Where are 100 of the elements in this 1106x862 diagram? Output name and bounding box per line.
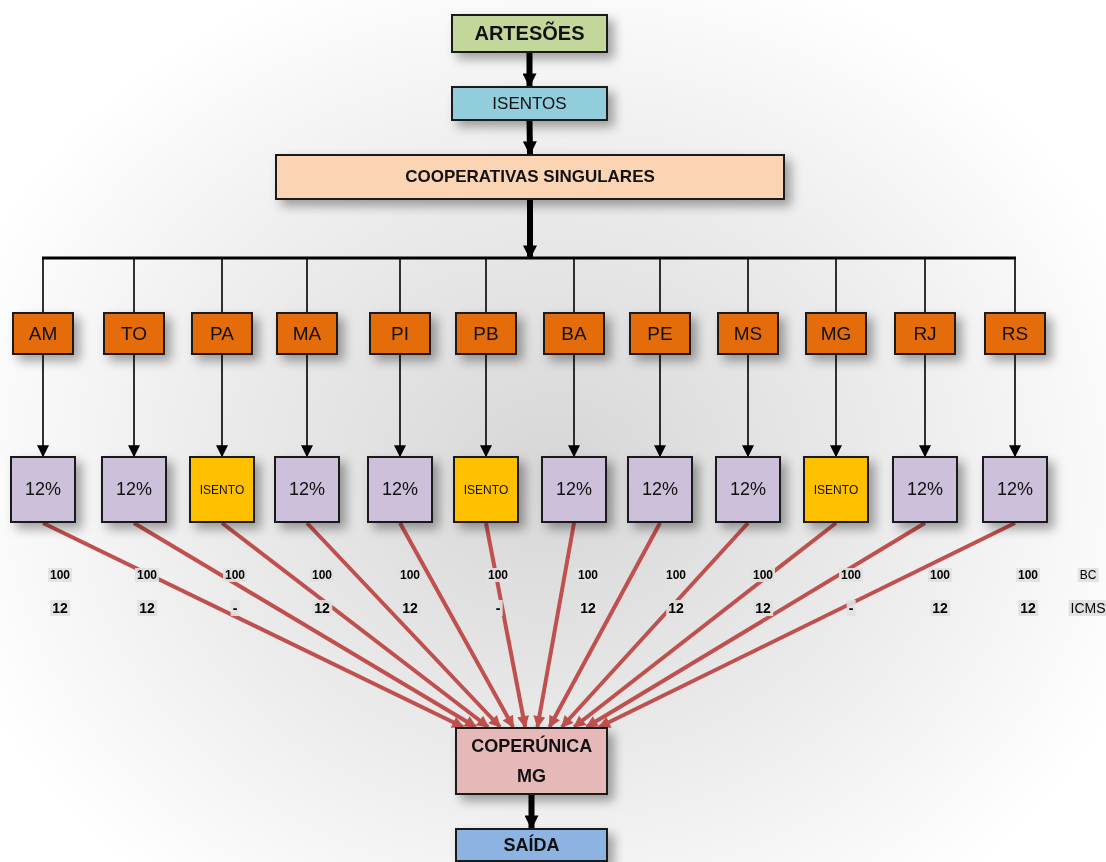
rate-box [627, 456, 693, 523]
exempt-rate-box [189, 456, 255, 523]
flow-arrow [598, 521, 1016, 729]
connector-line [573, 257, 575, 313]
state-box [191, 312, 253, 355]
arrow [37, 354, 49, 458]
flow-arrow [533, 522, 576, 729]
arrow [522, 120, 537, 156]
box-label: ARTESÕES [473, 22, 586, 45]
arrow [1009, 354, 1021, 458]
top-box [451, 14, 608, 53]
rate-box [101, 456, 167, 523]
box-label: PA [209, 322, 235, 345]
arrow [216, 354, 228, 458]
box-label: 12% [115, 479, 153, 500]
value-label: 100 [135, 568, 159, 582]
connector-line [306, 257, 308, 313]
box-label: 12% [381, 479, 419, 500]
box-label: 12% [906, 479, 944, 500]
value-label: 100 [398, 568, 422, 582]
value-label: 100 [310, 568, 334, 582]
value-label: 12 [312, 600, 332, 616]
connector-line [924, 257, 926, 313]
connector-line [1014, 257, 1016, 313]
state-box [717, 312, 779, 355]
box-label: PI [390, 322, 410, 345]
box-label: 12% [288, 479, 326, 500]
connector-line [133, 257, 135, 313]
value-label: 100 [223, 568, 247, 582]
rate-box [10, 456, 76, 523]
rate-box [892, 456, 958, 523]
flow-arrow [398, 522, 515, 729]
arrow [394, 354, 406, 458]
box-label: ISENTO [462, 482, 510, 497]
state-box [805, 312, 867, 355]
rate-box [541, 456, 607, 523]
value-label: 12 [50, 600, 70, 616]
box-label: COOPERATIVAS SINGULARES [404, 167, 656, 187]
value-label: 100 [48, 568, 72, 582]
box-label: RS [1000, 322, 1030, 345]
flow-arrow [220, 521, 490, 729]
exit-box [455, 828, 608, 862]
value-label: - [493, 600, 503, 616]
arrow [480, 354, 492, 458]
rate-box [982, 456, 1048, 523]
arrow [524, 795, 539, 830]
flow-arrow [484, 522, 529, 729]
connector-line [659, 257, 661, 313]
box-label: ISENTO [812, 482, 860, 497]
rate-box [367, 456, 433, 523]
box-label: PB [472, 322, 500, 345]
state-box [629, 312, 691, 355]
flow-arrow [560, 521, 750, 729]
box-label: BA [560, 322, 588, 345]
box-label: SAÍDA [502, 834, 561, 856]
box-label: MG [819, 322, 853, 345]
box-label: 12% [24, 479, 62, 500]
arrow [654, 354, 666, 458]
box-label: PE [646, 322, 674, 345]
arrow [522, 53, 537, 88]
box-label: TO [119, 322, 148, 345]
box-label: ISENTO [198, 482, 246, 497]
box-label: 12% [641, 479, 679, 500]
flow-arrow [305, 521, 502, 729]
value-label: 100 [576, 568, 600, 582]
state-box [276, 312, 338, 355]
value-label: 12 [1018, 600, 1038, 616]
exempt-rate-box [803, 456, 869, 523]
value-label: 100 [664, 568, 688, 582]
arrow [568, 354, 580, 458]
trunk-arrow [523, 200, 537, 260]
value-label: - [230, 600, 240, 616]
state-box [12, 312, 74, 355]
rate-box [715, 456, 781, 523]
value-label: 100 [839, 568, 863, 582]
arrow [830, 354, 842, 458]
connector-line [485, 257, 487, 313]
connector-line [221, 257, 223, 313]
box-label: COPERÚNICA MG [470, 734, 594, 788]
flow-arrow [585, 521, 927, 729]
state-box [455, 312, 517, 355]
row-label: ICMS [1068, 600, 1106, 616]
box-label: 12% [729, 479, 767, 500]
flow-arrow [547, 522, 662, 729]
value-label: 100 [1016, 568, 1040, 582]
value-label: 12 [666, 600, 686, 616]
arrow [128, 354, 140, 458]
exempt-box [451, 86, 608, 121]
exempt-rate-box [453, 456, 519, 523]
arrow [301, 354, 313, 458]
bus-line [42, 256, 1016, 260]
flow-arrow [132, 521, 477, 729]
value-label: 100 [928, 568, 952, 582]
rate-box [274, 456, 340, 523]
value-label: 12 [930, 600, 950, 616]
value-label: 12 [137, 600, 157, 616]
connector-line [747, 257, 749, 313]
state-box [103, 312, 165, 355]
value-label: 100 [486, 568, 510, 582]
value-label: 100 [751, 568, 775, 582]
